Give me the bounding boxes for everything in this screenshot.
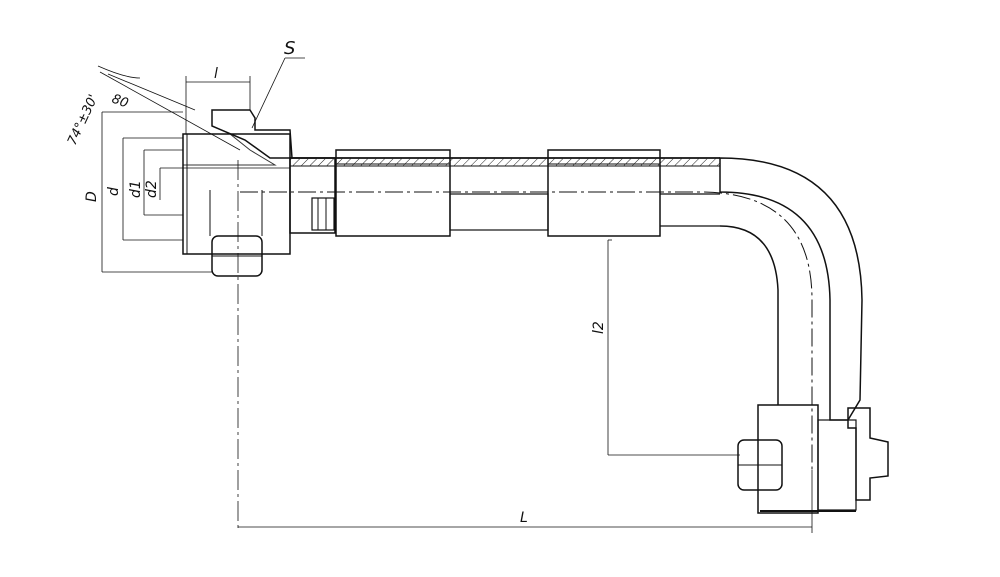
label-D: D: [84, 191, 100, 202]
label-angle-80: 80: [110, 92, 131, 112]
left-nut-section: [211, 109, 293, 159]
label-s: S: [284, 38, 295, 59]
label-d: d: [106, 187, 122, 196]
label-angle-74: 74°±30': [65, 92, 101, 147]
dimensions: [97, 57, 813, 533]
hose-straight: [290, 149, 720, 237]
label-d2: d2: [144, 180, 160, 198]
bend-outer-hatch: [719, 157, 863, 421]
label-L: L: [520, 510, 528, 526]
label-d1: d1: [128, 180, 144, 198]
right-fitting: [737, 404, 889, 514]
label-l-small: l: [214, 66, 218, 82]
right-nut-body: [757, 404, 819, 514]
label-l2: l2: [591, 321, 607, 334]
right-nut-section: [847, 407, 889, 501]
braided-hose: [449, 193, 549, 231]
left-fitting: [182, 109, 336, 277]
hose-bend: [240, 157, 863, 470]
